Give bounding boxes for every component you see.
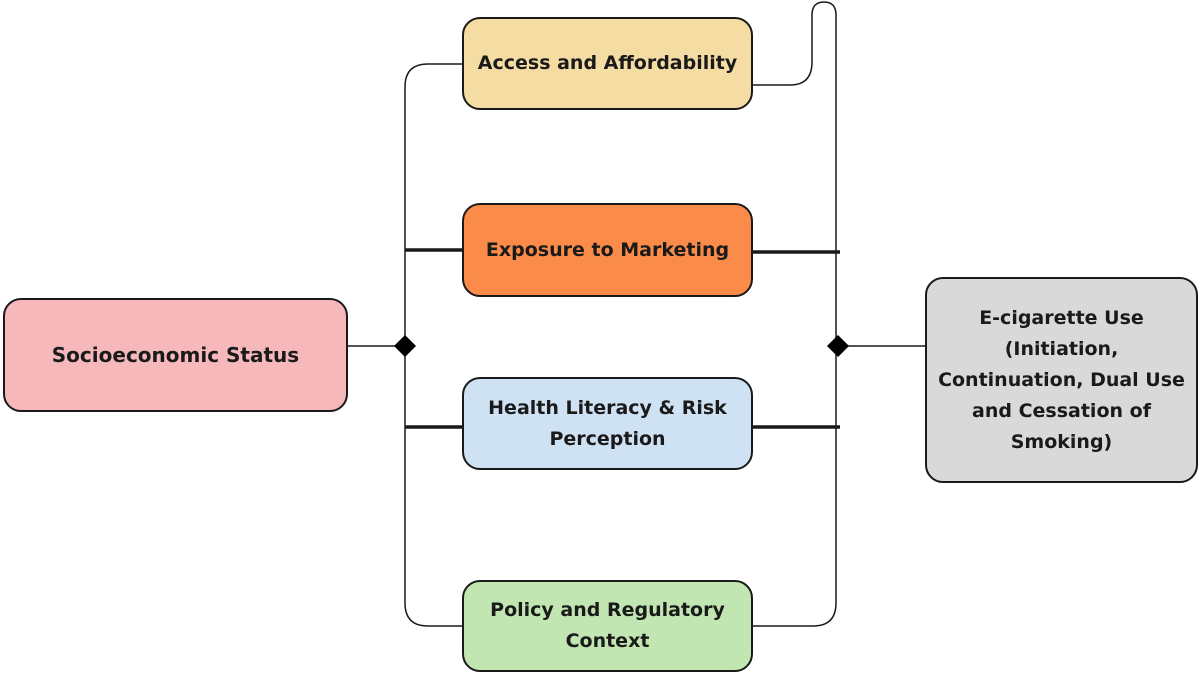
right-junction-diamond: [827, 335, 849, 357]
node-label: Exposure to Marketing: [485, 238, 730, 261]
node-e-cigarette-use: E-cigarette Use (Initiation, Continuatio…: [925, 277, 1198, 483]
node-health-literacy-risk-perception: Health Literacy & Risk Perception: [462, 377, 753, 470]
node-exposure-to-marketing: Exposure to Marketing: [462, 203, 753, 297]
node-policy-and-regulatory-context: Policy and Regulatory Context: [462, 580, 753, 672]
left-junction-diamond: [394, 335, 416, 357]
node-label: Policy and Regulatory Context: [490, 599, 725, 652]
node-label: Health Literacy & Risk Perception: [488, 396, 727, 450]
connector-right-bus: [753, 1, 837, 627]
node-socioeconomic-status: Socioeconomic Status: [3, 298, 348, 412]
node-access-and-affordability: Access and Affordability: [462, 17, 753, 110]
node-label: Socioeconomic Status: [51, 342, 300, 367]
node-label: Access and Affordability: [477, 52, 738, 74]
node-label: E-cigarette Use (Initiation, Continuatio…: [938, 306, 1185, 453]
